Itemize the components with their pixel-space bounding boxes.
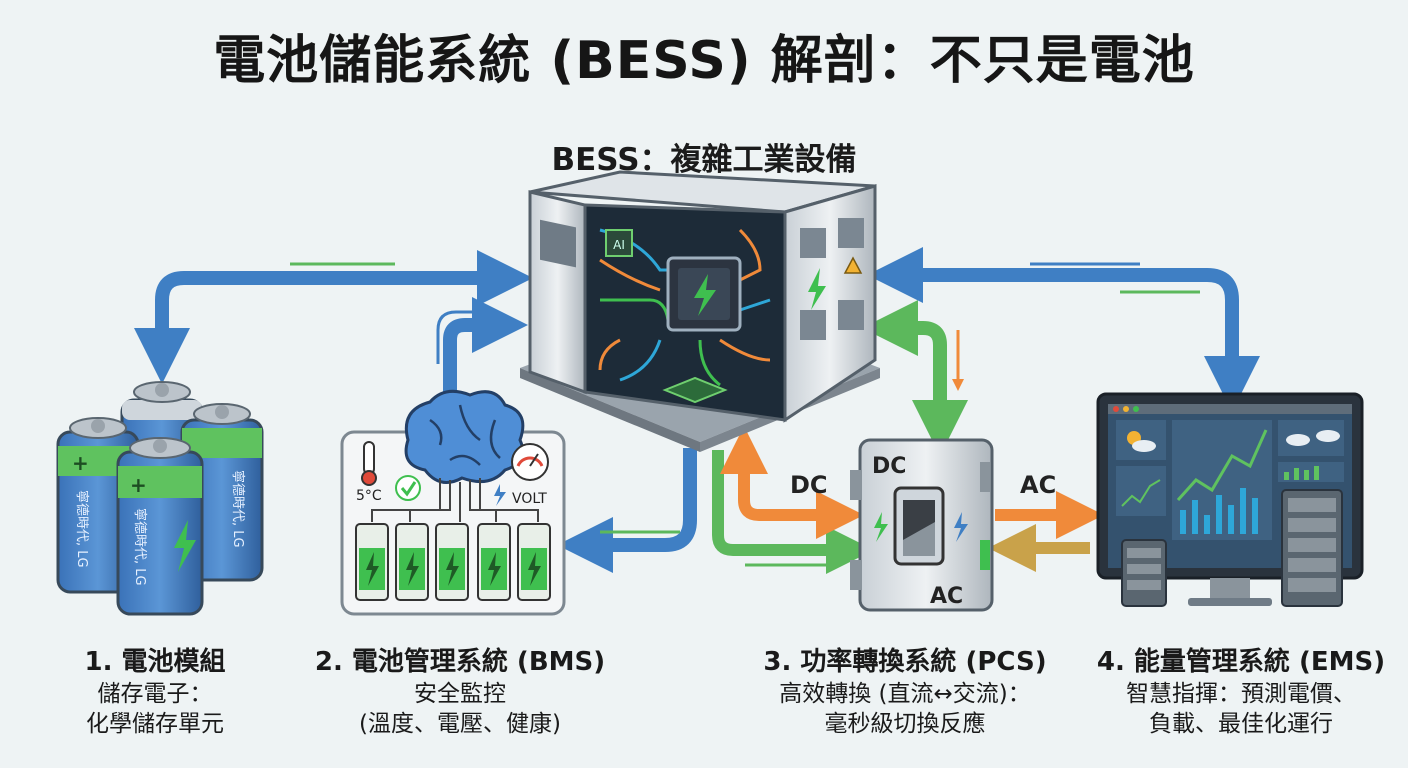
ai-chip-label: AI xyxy=(613,238,625,252)
svg-text:5°C: 5°C xyxy=(356,488,382,504)
ems-monitor xyxy=(1096,392,1364,607)
arrow-container-pcs-green xyxy=(712,450,874,574)
pcs-unit: DC AC xyxy=(850,438,994,612)
bess-container: AI xyxy=(520,170,880,452)
arrow-pcs-container xyxy=(862,300,947,422)
page-title: 電池儲能系統 (BESS) 解剖：不只是電池 xyxy=(213,31,1195,91)
gauge-icon xyxy=(511,443,549,481)
svg-text:VOLT: VOLT xyxy=(512,491,547,507)
server-rack-icon xyxy=(1121,489,1343,607)
svg-text:寧德時代, LG: 寧德時代, LG xyxy=(74,490,90,568)
svg-text:寧德時代, LG: 寧德時代, LG xyxy=(230,470,246,548)
brain-icon xyxy=(404,389,525,484)
arrow-dc-orange xyxy=(738,455,864,539)
arrow-battery-loop xyxy=(155,250,533,352)
caption-battery-modules: 1. 電池模組 儲存電子： 化學儲存單元 xyxy=(84,647,226,737)
arrow-bms-up xyxy=(443,297,528,392)
lightning-icon xyxy=(446,552,459,586)
svg-text:寧德時代, LG: 寧德時代, LG xyxy=(132,508,148,586)
caption-bms: 2. 電池管理系統 (BMS) 安全監控 (溫度、電壓、健康) xyxy=(314,647,606,737)
arrow-container-ems xyxy=(867,247,1239,380)
svg-text:AC: AC xyxy=(930,584,963,609)
caption-pcs: 3. 功率轉換系統 (PCS) 高效轉換 (直流↔交流)： 毫秒級切換反應 xyxy=(763,647,1047,737)
svg-text:+: + xyxy=(130,473,147,497)
ac-label: AC xyxy=(1020,471,1056,499)
thermometer-icon xyxy=(363,441,375,475)
battery-modules: 寧德時代, LG + 寧德時代, LG + 寧德時代, LG xyxy=(56,381,264,616)
bess-diagram: AI 寧德時代, LG xyxy=(56,170,1364,616)
caption-ems: 4. 能量管理系統 (EMS) 智慧指揮：預測電價、 負載、最佳化運行 xyxy=(1096,647,1386,737)
lightning-icon xyxy=(406,552,419,586)
lightning-icon xyxy=(366,552,379,586)
dc-label: DC xyxy=(790,471,828,499)
svg-text:+: + xyxy=(72,451,89,475)
lightning-icon xyxy=(528,552,541,586)
bms-panel: 5°C VOLT xyxy=(340,389,566,616)
bess-subtitle: BESS：複雜工業設備 xyxy=(551,142,857,178)
lightning-icon xyxy=(488,552,501,586)
svg-text:DC: DC xyxy=(872,454,906,479)
check-icon xyxy=(395,475,421,501)
arrow-container-bms xyxy=(557,448,697,573)
lightning-icon xyxy=(694,274,716,316)
